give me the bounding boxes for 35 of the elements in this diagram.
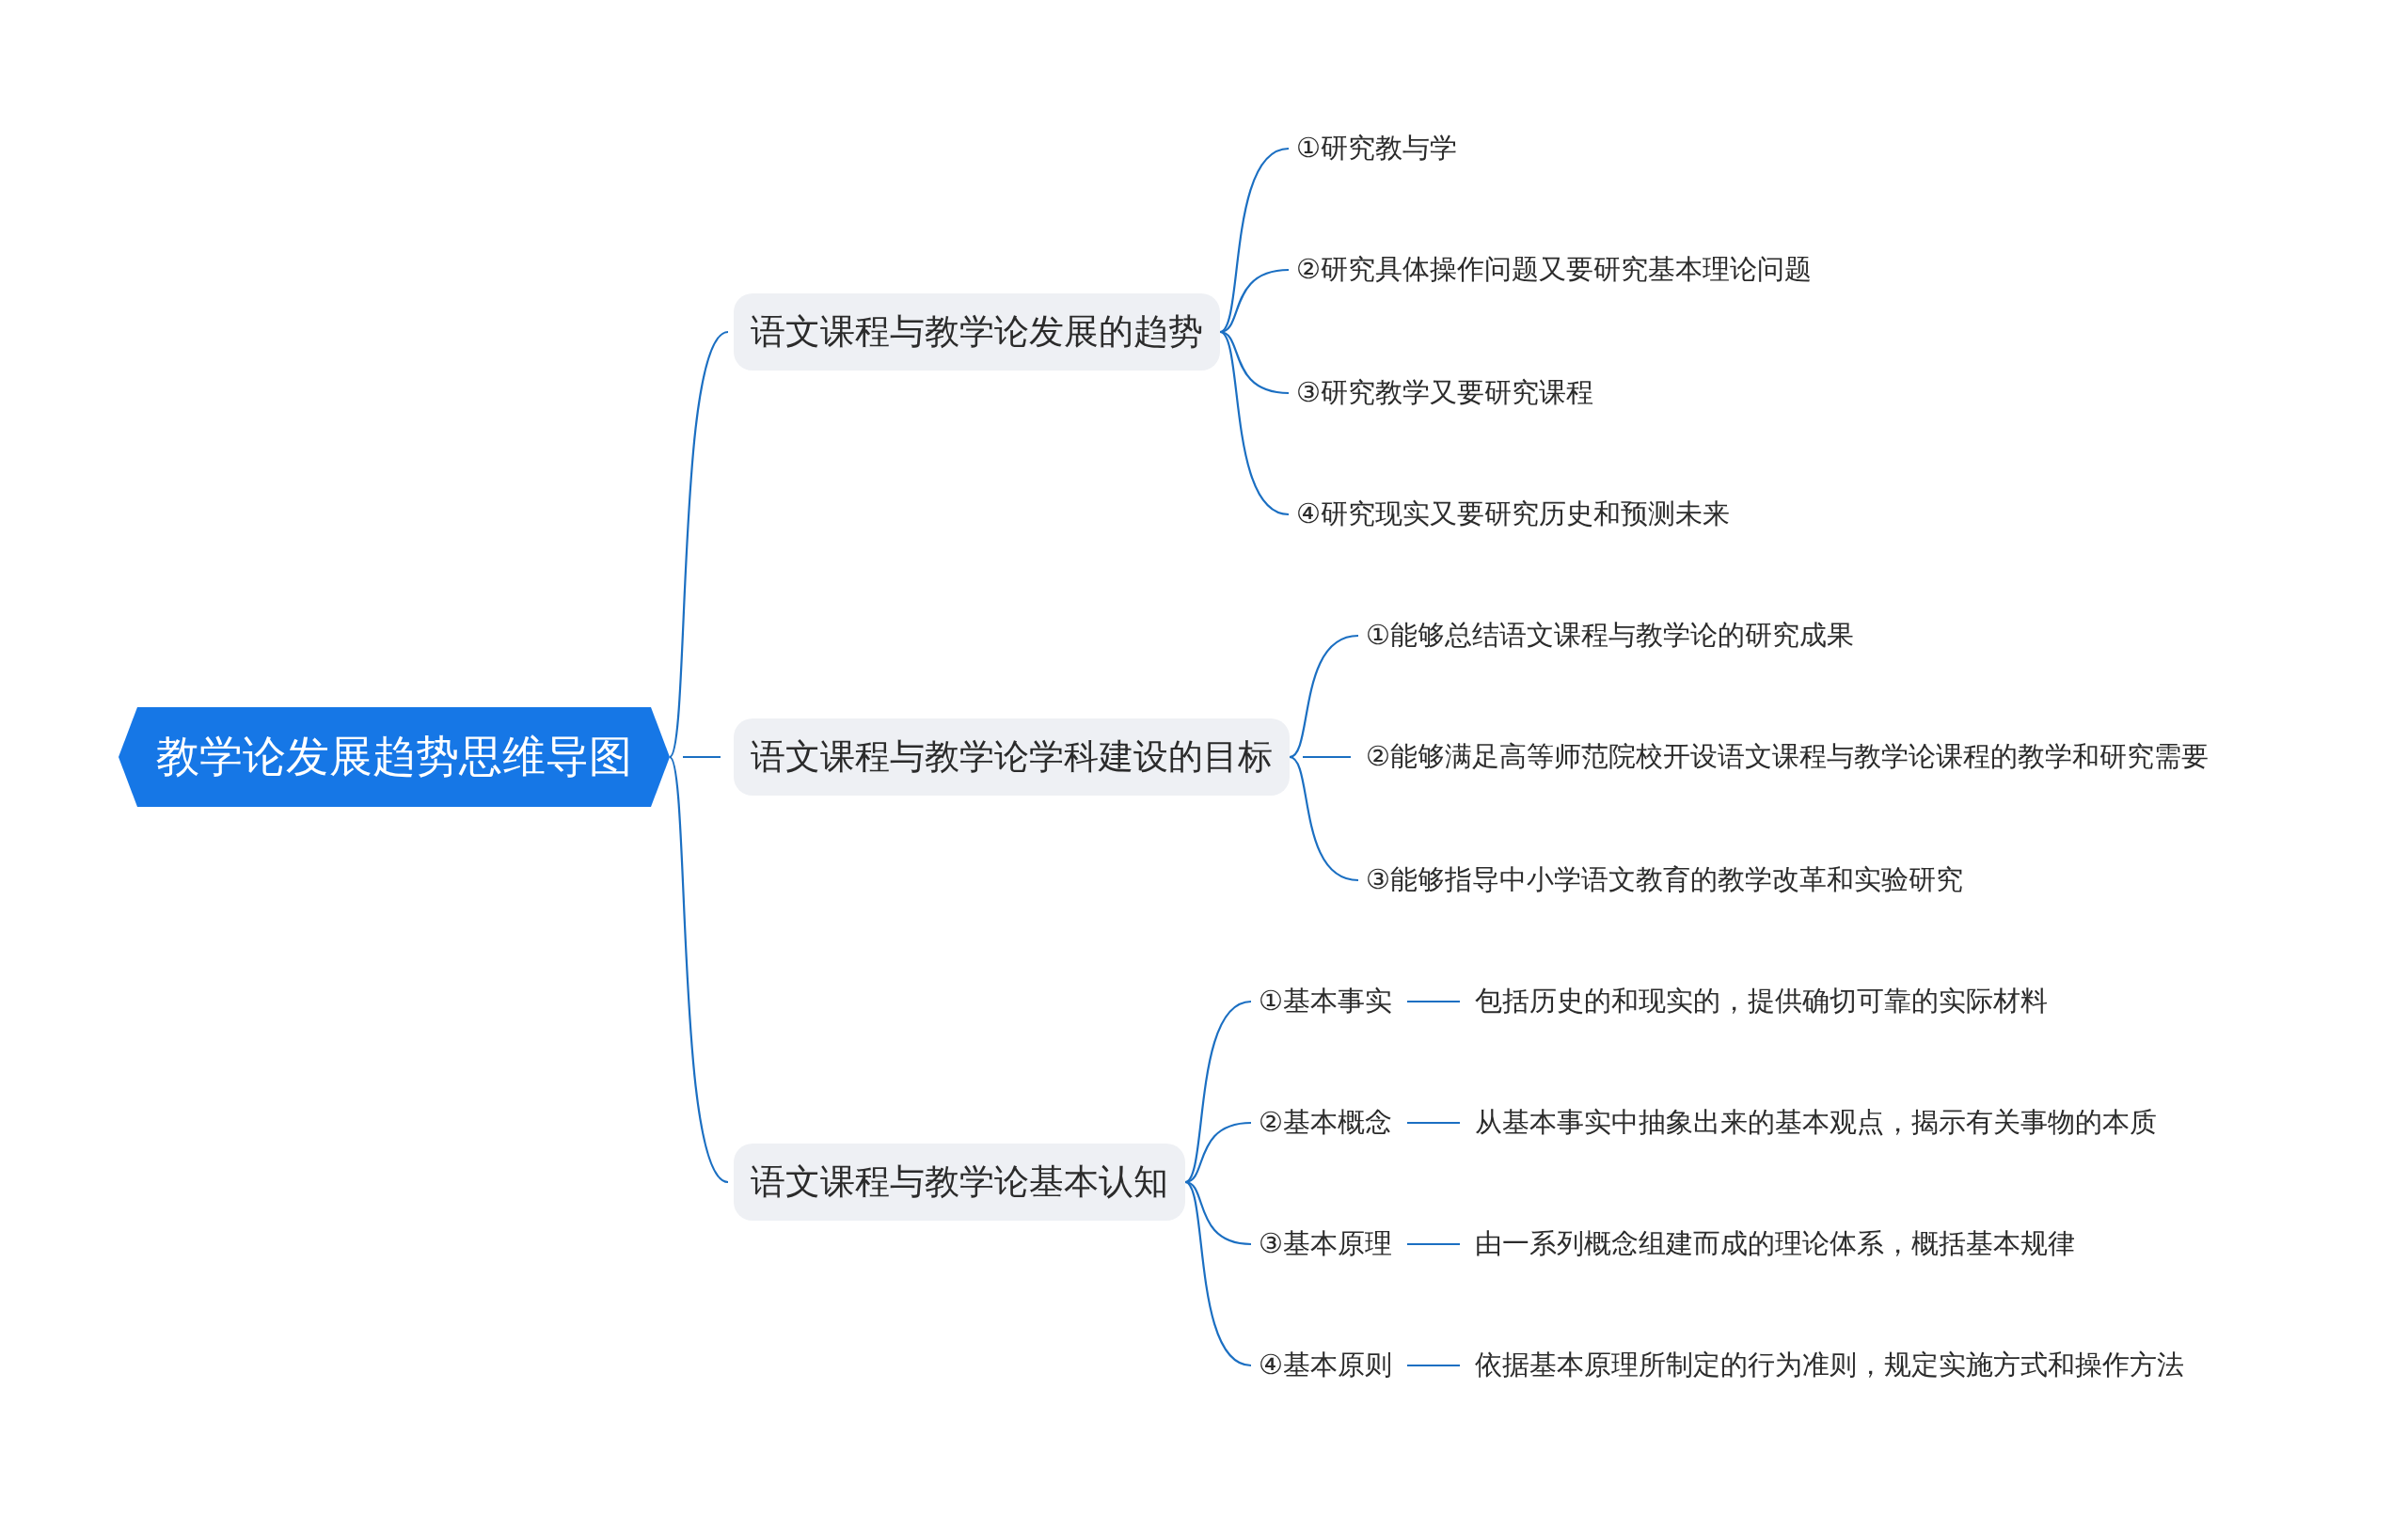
subtopic-text: ②研究具体操作问题又要研究基本理论问题 bbox=[1294, 247, 1814, 292]
topic-box: 语文课程与教学论发展的趋势 bbox=[734, 293, 1220, 371]
connector-line bbox=[1289, 634, 1359, 758]
connector-line bbox=[1407, 1364, 1460, 1367]
subtopic-text: 依据基本原理所制定的行为准则，规定实施方式和操作方法 bbox=[1473, 1343, 2186, 1388]
central-topic-box: 教学论发展趋势思维导图 bbox=[119, 707, 670, 807]
connector-line bbox=[1184, 1000, 1252, 1183]
subtopic-text: 由一系列概念组建而成的理论体系，概括基本规律 bbox=[1473, 1222, 2077, 1267]
connector-line bbox=[1407, 1242, 1460, 1246]
connector-line bbox=[1184, 1180, 1252, 1246]
topic-box: 语文课程与教学论学科建设的目标 bbox=[734, 718, 1290, 796]
connector-line bbox=[1219, 331, 1290, 516]
subtopic-text: 包括历史的和现实的，提供确切可靠的实际材料 bbox=[1473, 979, 2050, 1024]
connector-line bbox=[1219, 330, 1290, 395]
subtopic-text: ③能够指导中小学语文教育的教学改革和实验研究 bbox=[1364, 858, 1965, 903]
subtopic-text: ④基本原则 bbox=[1257, 1343, 1394, 1388]
connector-line bbox=[669, 331, 729, 758]
subtopic-text: ④研究现实又要研究历史和预测未来 bbox=[1294, 492, 1732, 537]
subtopic-text: ③基本原理 bbox=[1257, 1222, 1394, 1267]
subtopic-text: ③研究教学又要研究课程 bbox=[1294, 371, 1595, 416]
subtopic-text: 从基本事实中抽象出来的基本观点，揭示有关事物的本质 bbox=[1473, 1100, 2159, 1145]
connector-line bbox=[1184, 1181, 1252, 1367]
subtopic-text: ①能够总结语文课程与教学论的研究成果 bbox=[1364, 613, 1856, 658]
connector-line bbox=[1219, 147, 1290, 333]
connector-line bbox=[1407, 1000, 1460, 1003]
connector-line bbox=[669, 756, 729, 1183]
topic-box: 语文课程与教学论基本认知 bbox=[734, 1144, 1185, 1221]
connector-line bbox=[1303, 755, 1351, 759]
subtopic-text: ①基本事实 bbox=[1257, 979, 1394, 1024]
subtopic-text: ①研究教与学 bbox=[1294, 126, 1459, 171]
connector-line bbox=[1289, 756, 1359, 882]
subtopic-text: ②基本概念 bbox=[1257, 1100, 1394, 1145]
subtopic-text: ②能够满足高等师范院校开设语文课程与教学论课程的教学和研究需要 bbox=[1364, 734, 2210, 780]
connector-line bbox=[683, 755, 721, 759]
connector-line bbox=[1407, 1121, 1460, 1125]
